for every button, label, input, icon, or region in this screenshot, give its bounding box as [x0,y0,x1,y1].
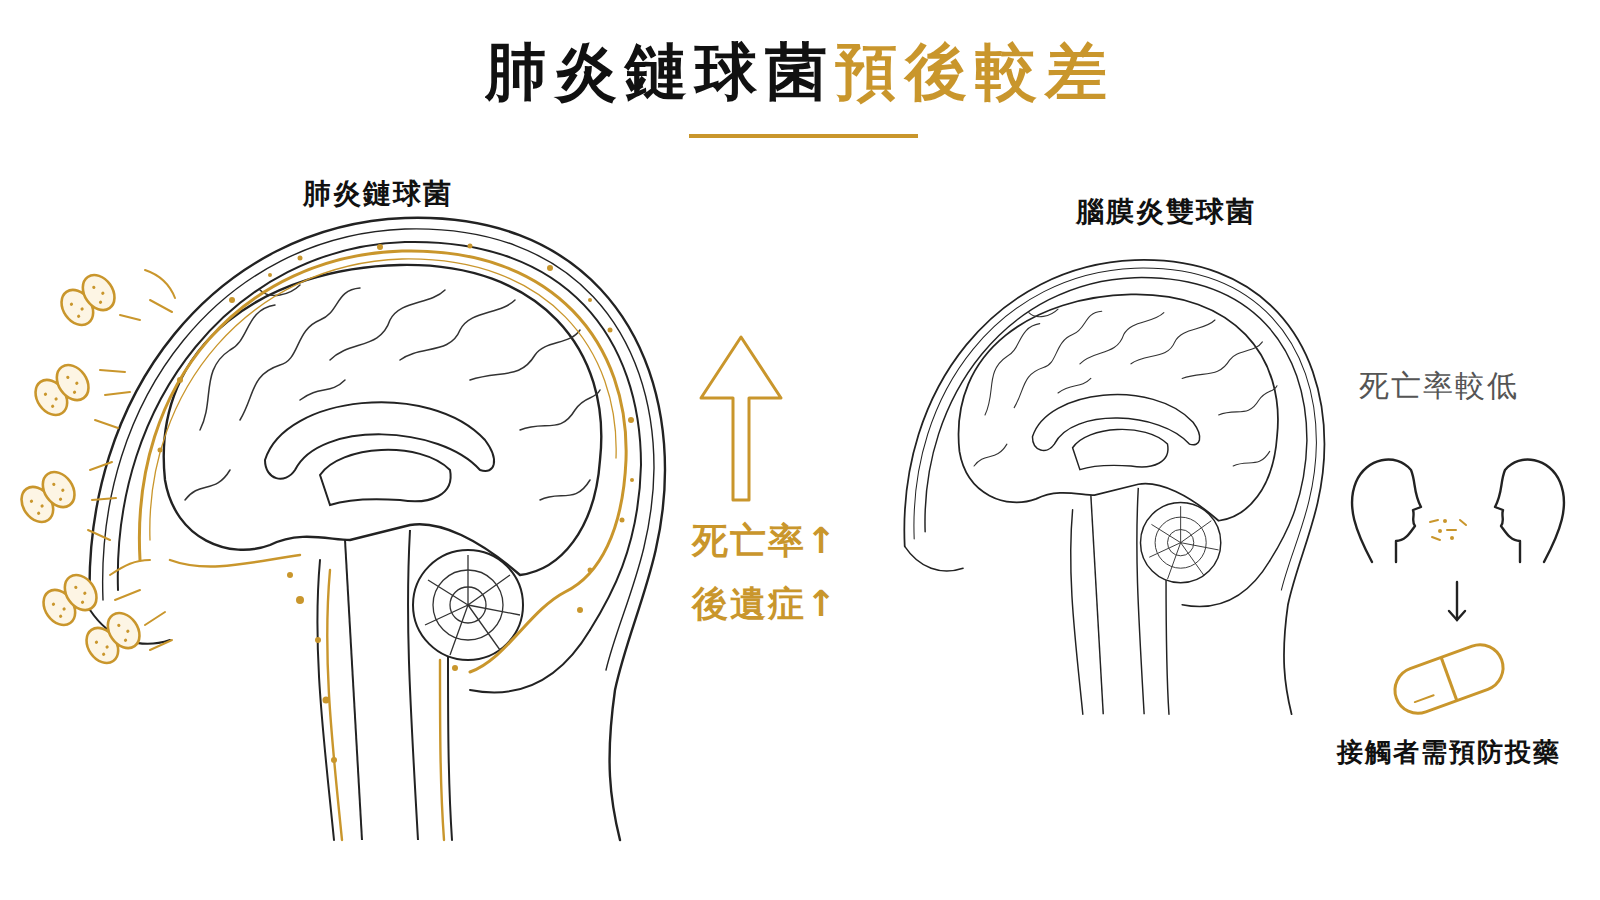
increase-arrow-part [701,337,781,500]
bacteria-dots-part [229,297,235,303]
motion-lines-part [95,420,118,428]
outcome-label: 死亡率較低 [1359,368,1519,404]
outcome-label: 死亡率↑ [692,519,838,562]
bacteria-dots [158,244,635,764]
bacteria-dots-part [331,757,337,763]
bacteria-dots-part [323,697,330,704]
infected-meninges-part [440,660,444,840]
bacteria-dots-part [628,417,634,423]
page-title: 肺炎鏈球菌預後較差 [485,35,1115,109]
down-arrow [1449,582,1465,620]
infected-meninges [139,251,626,840]
bacteria-dots-part [620,518,625,523]
droplet-transmission-icon [1352,460,1564,562]
note-label: 接觸者需預防投藥 [1337,737,1561,768]
bacteria-dots-part [547,265,553,271]
droplet-transmission-icon-part [1430,520,1438,522]
motion-lines-part [92,498,116,500]
left-brain [89,218,665,840]
bacteria-dots-part [468,244,473,249]
motion-lines-part [145,270,175,298]
bacteria-dots-part [630,478,634,482]
bacteria-dots-part [177,377,183,383]
motion-lines-part [150,300,172,312]
droplet-transmission-icon-part [1495,460,1564,562]
down-arrow-part [1456,582,1458,620]
droplet-transmission-icon-part [1443,519,1447,523]
pneumococci-part [29,359,95,421]
right-brain [904,260,1324,714]
motion-lines-part [115,590,140,600]
motion-lines-part [90,462,112,470]
droplet-transmission-icon-part [1438,519,1454,540]
droplet-transmission-icon-part [1352,460,1421,562]
motion-lines-part [120,315,140,320]
bacteria-dots-part [298,256,303,261]
infected-meninges-part [150,259,616,540]
bacteria-dots-part [268,273,272,277]
pneumococci [15,269,146,669]
pneumococci-part [55,269,121,331]
left-brain-part [89,218,665,840]
motion-lines-part [150,640,172,650]
bacteria-dots-part [158,448,163,453]
bacteria-dots-part [452,665,458,671]
outcome-label: 後遺症↑ [692,582,838,625]
infected-meninges-part [139,251,626,672]
bacteria-dots-part [588,568,593,573]
pneumococci-part [37,569,103,631]
droplet-transmission-icon-part [1430,520,1466,540]
bacteria-dots-part [608,328,613,333]
infected-meninges-part [327,570,342,840]
pill-icon-part [1441,657,1457,700]
pill-icon-part [1389,638,1510,720]
droplet-transmission-icon-part [1432,537,1440,540]
bacteria-dots-part [588,298,592,302]
panel-heading: 腦膜炎雙球菌 [1076,195,1256,229]
pneumococci-part [15,466,81,528]
increase-arrow [701,337,781,500]
motion-lines-part [110,560,150,575]
pneumococci-part [80,607,146,669]
motion-lines [88,270,175,650]
bacteria-dots-part [287,572,293,578]
infected-meninges-part [170,555,300,566]
down-arrow-part [1449,611,1465,620]
title-underline [689,134,918,138]
bacteria-dots-part [315,637,321,643]
motion-lines-part [88,530,110,540]
droplet-transmission-icon-part [1447,529,1456,531]
right-brain-part [904,260,1324,714]
droplet-transmission-icon-part [1450,536,1454,540]
droplet-transmission-icon-part [1438,529,1442,533]
droplet-transmission-icon-part [1460,520,1466,525]
bacteria-dots-part [577,607,583,613]
bacteria-dots-part [296,596,304,604]
motion-lines-part [100,370,125,372]
bacteria-dots-part [377,244,383,250]
pill-icon-part [1415,695,1434,702]
motion-lines-part [145,612,165,625]
panel-heading: 肺炎鏈球菌 [303,177,453,211]
motion-lines-part [105,392,130,395]
pill-icon [1389,638,1510,720]
